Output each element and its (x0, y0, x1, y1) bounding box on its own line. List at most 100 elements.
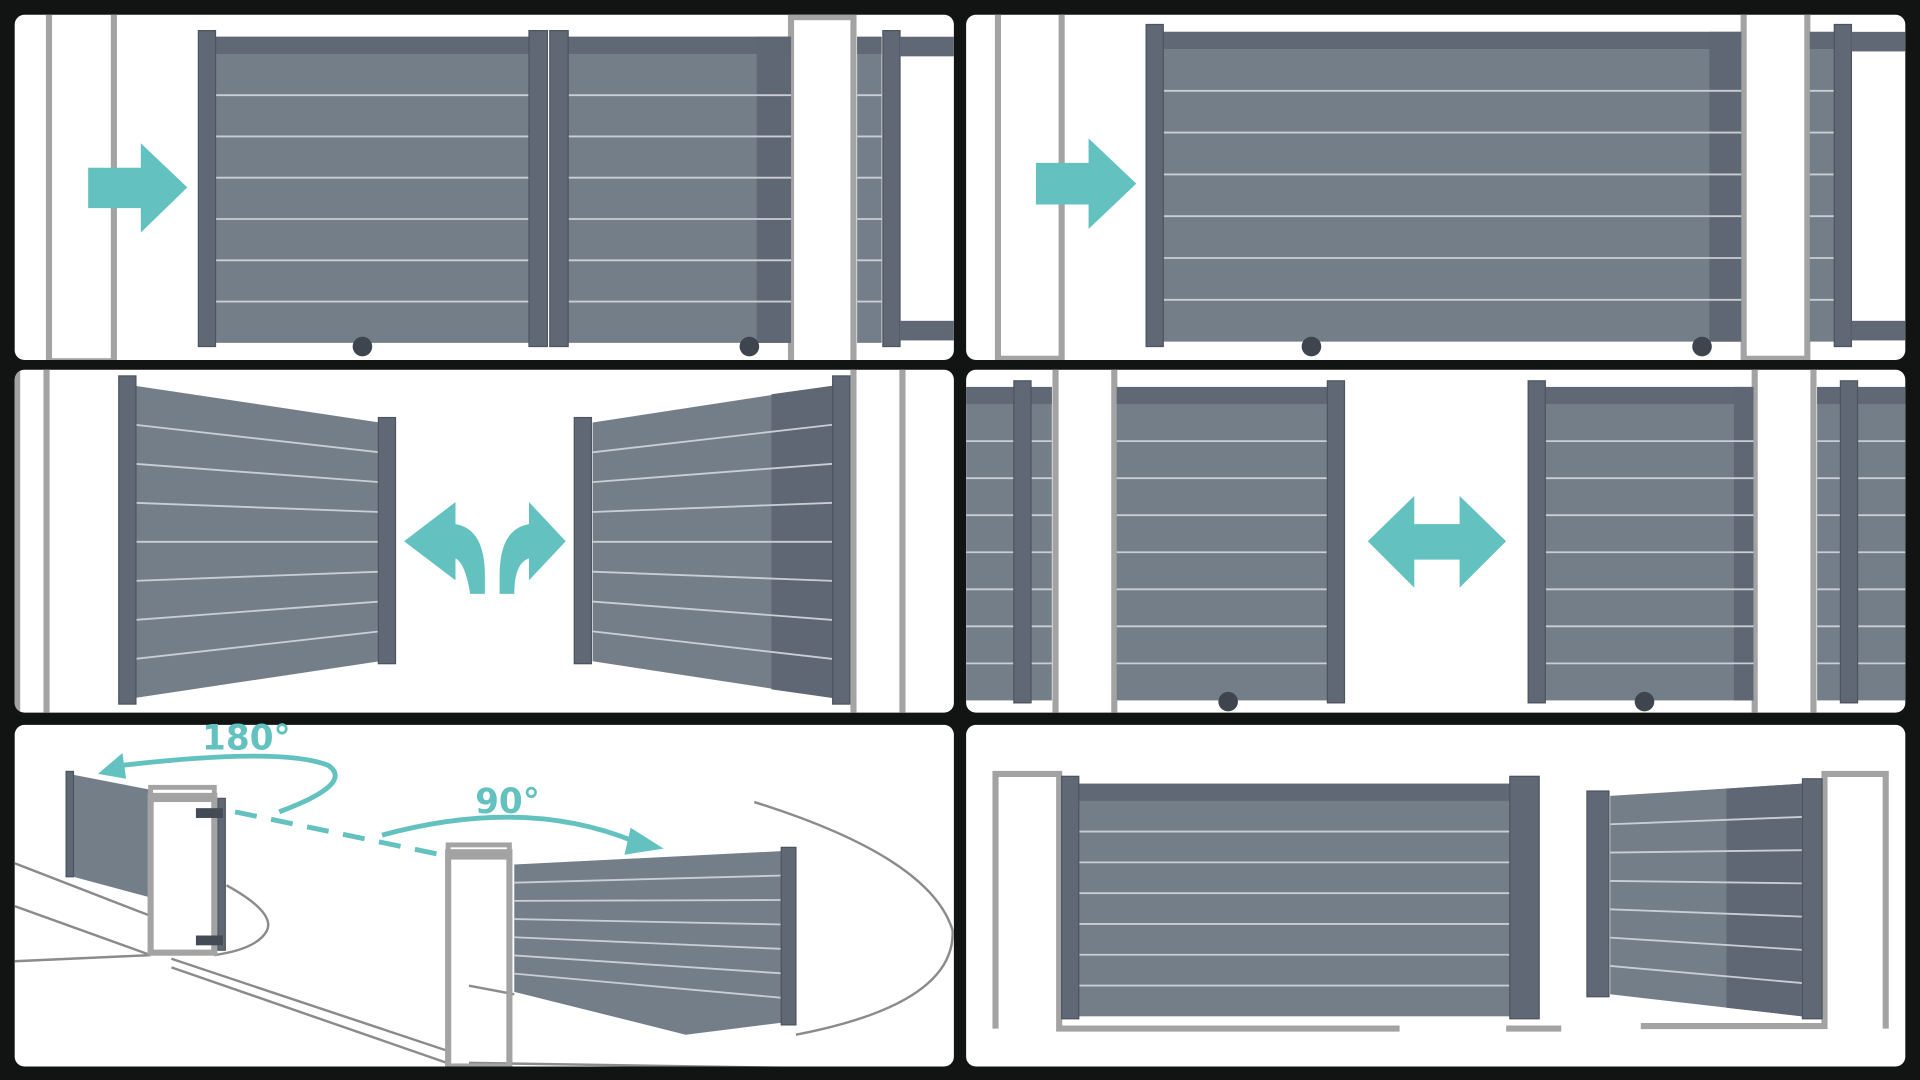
gate-top-rail (1545, 386, 1754, 405)
gate-frame-post (1145, 23, 1164, 348)
panel-sliding-single-leaf (966, 14, 1906, 360)
gate-slat (1610, 849, 1803, 854)
gate-leaf (1545, 386, 1754, 701)
panel-content (14, 753, 954, 1067)
gate-top-rail (1116, 386, 1328, 405)
gate-frame-post (197, 30, 217, 348)
post-cap (445, 842, 512, 860)
hinge (195, 808, 223, 818)
post-cap (148, 784, 217, 803)
gate-top-rail (1163, 31, 1742, 49)
arc-180 (122, 753, 338, 815)
fence-rail (900, 320, 954, 341)
gate-wheel (1634, 691, 1655, 712)
gate-frame-post (1833, 23, 1853, 348)
fence-rail (1851, 31, 1906, 52)
angle-180-label: 180° (202, 718, 291, 758)
gate-top-rail (568, 36, 792, 54)
gate-slat (514, 972, 784, 999)
gate-slat (592, 600, 833, 621)
gate-slat (1610, 908, 1803, 918)
gate-top-rail (857, 36, 882, 54)
panel-swing-angles (14, 724, 954, 1067)
gate-frame-post (217, 797, 226, 951)
gate-top-rail (966, 386, 1052, 405)
gate-frame-post (1509, 775, 1540, 1020)
panel-sliding-bi-parting (966, 369, 1906, 713)
post (445, 849, 513, 1067)
panel-content (992, 770, 1889, 1032)
panel-content (994, 14, 1906, 360)
hinge (195, 935, 223, 946)
gate-frame-post (1061, 775, 1080, 1020)
gate-frame-post (1839, 380, 1859, 704)
gate-slat (1610, 815, 1803, 826)
gate-leaf-open-180 (68, 773, 151, 898)
gate-frame-post (1801, 778, 1823, 1020)
gate-top-rail (1809, 31, 1835, 49)
double-arrow-icon (1367, 495, 1507, 588)
gate-wheel (1692, 336, 1712, 357)
arrow-right-icon (88, 143, 188, 233)
curved-double-arrow-icon (404, 502, 566, 594)
post (1751, 369, 1817, 713)
panel-content (45, 14, 954, 360)
gate-slat (592, 570, 833, 582)
gate-slat (134, 501, 380, 513)
gate-leaf (1163, 31, 1742, 342)
gate-frame-post (780, 846, 797, 1026)
panel-content (14, 369, 906, 713)
gate-leaf (857, 36, 882, 343)
panel-sliding-two-leaf (14, 14, 954, 360)
gate-slat (592, 630, 833, 660)
gate-leaf (215, 36, 529, 343)
gate-slat (134, 630, 380, 660)
gate-frame-post (549, 30, 569, 348)
gate-wheel (352, 336, 373, 357)
gate-slat (1610, 880, 1803, 885)
post (147, 792, 218, 956)
gate-shadow (1726, 783, 1803, 1017)
gate-leaf (568, 36, 792, 343)
gate-leaf (1077, 783, 1513, 1017)
arc-90 (381, 814, 638, 845)
gate-frame-post (882, 30, 901, 348)
gate-shadow (1709, 31, 1742, 342)
gate-slat (514, 874, 784, 884)
gate-frame-post (1013, 380, 1032, 704)
post (14, 369, 50, 713)
post (850, 369, 906, 713)
panel-background (14, 724, 954, 1067)
panel-mixed-swing-sliding (966, 724, 1906, 1067)
gate-frame-post (1586, 790, 1610, 998)
arrow-right-icon (1035, 138, 1137, 229)
posts-and-rails (992, 770, 1889, 1032)
gate-top-rail (215, 36, 529, 54)
panel-swing-double-leaf (14, 369, 954, 713)
gate-slat (134, 462, 380, 484)
gate-shadow (756, 36, 792, 343)
arrowhead-90-icon (624, 827, 664, 855)
gate-slat (134, 600, 380, 621)
gate-leaf (1116, 386, 1328, 701)
gate-top-rail (1077, 783, 1513, 801)
gate-slat (514, 954, 784, 975)
gate-slat (134, 423, 380, 454)
gate-top-rail (1817, 386, 1906, 405)
gate-frame-post (573, 416, 593, 665)
ground-lines (14, 800, 954, 1067)
post (1052, 369, 1118, 713)
gate-frame-post (832, 375, 851, 705)
gate-slat (592, 423, 833, 454)
gate-slat (1610, 936, 1803, 951)
gate-frame-post (1326, 380, 1346, 704)
post (1740, 14, 1811, 360)
gate-frame-post (65, 770, 75, 878)
gate-slat (514, 918, 784, 926)
gate-slat (514, 936, 784, 950)
gate-frame-post (528, 30, 548, 348)
gate-frame-post (118, 375, 137, 705)
arrowhead-180-icon (97, 753, 127, 779)
gate-slat (514, 899, 784, 902)
